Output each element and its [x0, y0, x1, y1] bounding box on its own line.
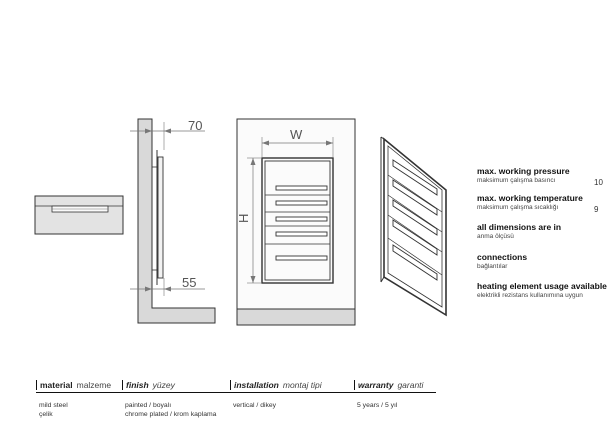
spec-subtitle: anma ölçüsü	[477, 233, 514, 240]
side-view	[137, 118, 216, 324]
spec-subtitle: elektrikli rezistans kullanımına uygun	[477, 292, 583, 299]
warranty-label: warranty	[358, 380, 394, 390]
material-value: mild steel	[39, 402, 68, 409]
installation-sublabel: montaj tipi	[282, 380, 322, 390]
spec-title: max. working pressure	[477, 166, 570, 176]
dimension-w-label: W	[290, 127, 303, 142]
dimension-h-label: H	[236, 214, 251, 223]
spec-value-temperature: 9	[594, 205, 599, 214]
spec-title: max. working temperature	[477, 193, 583, 203]
spec-max-working-temperature: max. working temperature maksimum çalışm…	[477, 193, 583, 213]
spec-title: all dimensions are in	[477, 222, 562, 232]
perspective-view	[380, 136, 447, 317]
warranty-value: 5 years / 5 yıl	[357, 402, 398, 409]
material-label: material	[40, 380, 73, 390]
finish-value: painted / boyalı	[125, 402, 172, 409]
spec-heating-element: heating element usage available elektrik…	[477, 281, 607, 301]
dimension-55-label: 55	[182, 275, 196, 290]
spec-subtitle: maksimum çalışma basıncı	[477, 177, 556, 184]
warranty-sublabel: garanti	[397, 380, 424, 390]
finish-sublabel: yüzey	[152, 380, 175, 390]
installation-value: vertical / dikey	[233, 402, 277, 409]
material-values: mild steel çelik	[39, 401, 68, 419]
finish-values: painted / boyalı chrome plated / krom ka…	[125, 401, 216, 419]
spec-subtitle: maksimum çalışma sıcaklığı	[477, 204, 559, 211]
dimension-55: 55	[130, 275, 205, 296]
spec-connections: connections bağlantılar	[477, 252, 527, 272]
dimension-h: H	[236, 157, 262, 284]
spec-value-pressure: 10	[594, 178, 603, 187]
spec-max-working-pressure: max. working pressure maksimum çalışma b…	[477, 166, 570, 186]
dimension-w: W	[261, 127, 334, 157]
dimension-70: 70	[130, 118, 205, 150]
dimension-70-label: 70	[188, 118, 202, 133]
material-value: çelik	[39, 411, 53, 418]
finish-label: finish	[126, 380, 149, 390]
installation-values: vertical / dikey	[233, 401, 276, 410]
warranty-values: 5 years / 5 yıl	[357, 401, 397, 410]
installation-label: installation	[234, 380, 279, 390]
front-view	[236, 118, 356, 326]
material-sublabel: malzeme	[76, 380, 112, 390]
table-divider	[36, 392, 436, 393]
finish-value: chrome plated / krom kaplama	[125, 411, 217, 418]
spec-title: heating element usage available	[477, 281, 607, 291]
spec-all-dimensions: all dimensions are in anma ölçüsü	[477, 222, 561, 242]
top-view	[34, 195, 124, 235]
spec-title: connections	[477, 252, 528, 262]
spec-subtitle: bağlantılar	[477, 263, 508, 270]
